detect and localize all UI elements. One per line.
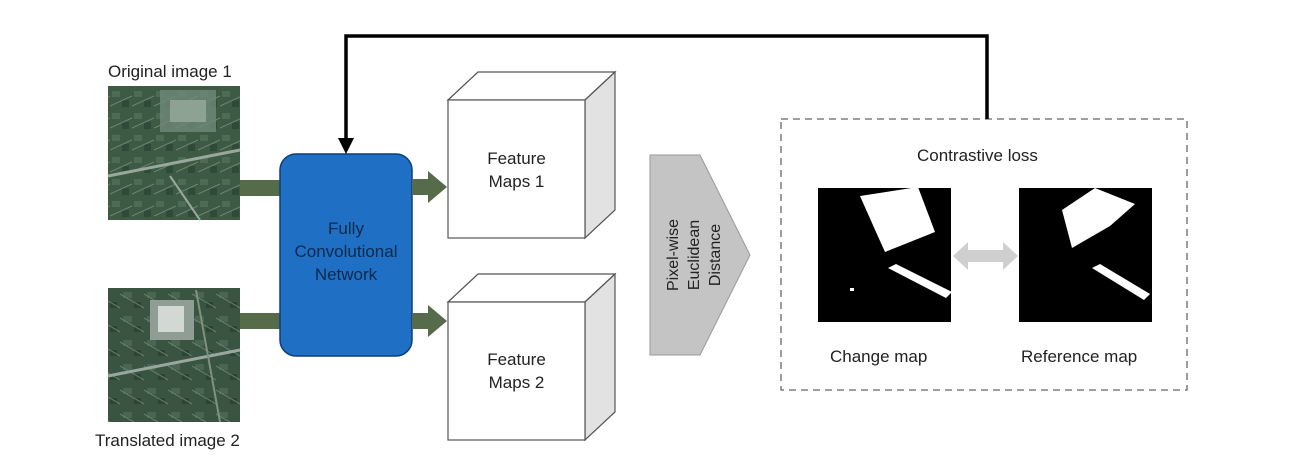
- feature-maps-2-line1: Feature: [487, 350, 546, 369]
- contrastive-loss-title: Contrastive loss: [917, 146, 1038, 165]
- change-map-image: [818, 187, 952, 322]
- connector-image2-to-network: [240, 313, 280, 329]
- network-label-line2: Convolutional: [294, 241, 398, 261]
- network-label: Fully Convolutional Network: [280, 218, 412, 287]
- feature-maps-1-line1: Feature: [487, 149, 546, 168]
- change-map-label: Change map: [830, 347, 928, 366]
- original-image-1: [107, 86, 241, 221]
- feature-maps-2-label: Feature Maps 2: [448, 349, 585, 395]
- arrow-network-to-feature-maps-1: [412, 171, 447, 203]
- feedback-arrow: [338, 34, 989, 154]
- connector-image1-to-network: [240, 180, 280, 196]
- feature-maps-1-cube: [446, 70, 617, 240]
- feature-maps-1-line2: Maps 1: [488, 171, 545, 191]
- feature-maps-2-line2: Maps 2: [488, 372, 545, 392]
- reference-map-label: Reference map: [1021, 347, 1138, 366]
- distance-label: Pixel-wise Euclidean Distance: [665, 219, 724, 291]
- feature-maps-2-cube: [446, 272, 617, 442]
- distance-label-line3: Distance: [707, 224, 724, 286]
- network-label-line3: Network: [314, 264, 378, 284]
- comparison-double-arrow: [953, 242, 1018, 270]
- reference-map-image: [1019, 188, 1152, 322]
- translated-image-2: [107, 288, 241, 423]
- contrastive-loss-box: [780, 118, 1188, 391]
- distance-label-line1: Pixel-wise: [665, 219, 682, 291]
- image2-label: Translated image 2: [95, 431, 240, 450]
- image1-label: Original image 1: [108, 62, 232, 81]
- distance-label-line2: Euclidean: [686, 220, 703, 290]
- distance-pentagon: [649, 154, 751, 356]
- feature-maps-1-label: Feature Maps 1: [448, 148, 585, 194]
- network-label-line1: Fully: [328, 219, 364, 238]
- arrow-network-to-feature-maps-2: [412, 305, 447, 337]
